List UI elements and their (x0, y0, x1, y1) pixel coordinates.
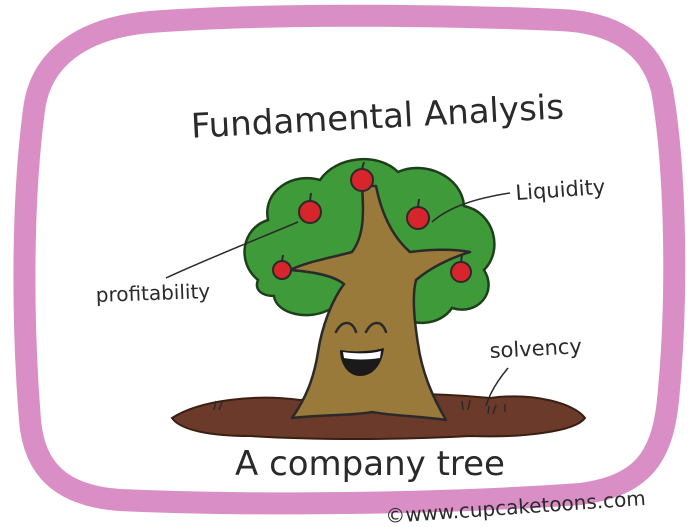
tree-teeth (343, 351, 381, 360)
apple-4 (272, 260, 292, 280)
liquidity-pointer (431, 192, 511, 223)
label-pointers (165, 192, 511, 407)
label-profitability: profitability (95, 279, 210, 307)
apple-5 (450, 261, 472, 283)
cartoon-title: Fundamental Analysis (190, 87, 565, 146)
soil-mound (170, 392, 587, 440)
label-liquidity: Liquidity (515, 175, 606, 205)
apples (272, 161, 472, 283)
apple-3 (406, 206, 430, 230)
solvency-pointer (485, 367, 509, 407)
pink-frame (13, 4, 686, 515)
label-solvency: solvency (489, 334, 582, 363)
profitability-pointer (165, 221, 299, 279)
grass-tufts (213, 399, 506, 415)
tree-face (334, 321, 388, 334)
apple-1 (298, 200, 322, 224)
cartoon-caption: A company tree (235, 444, 505, 484)
apple-2 (350, 168, 374, 192)
